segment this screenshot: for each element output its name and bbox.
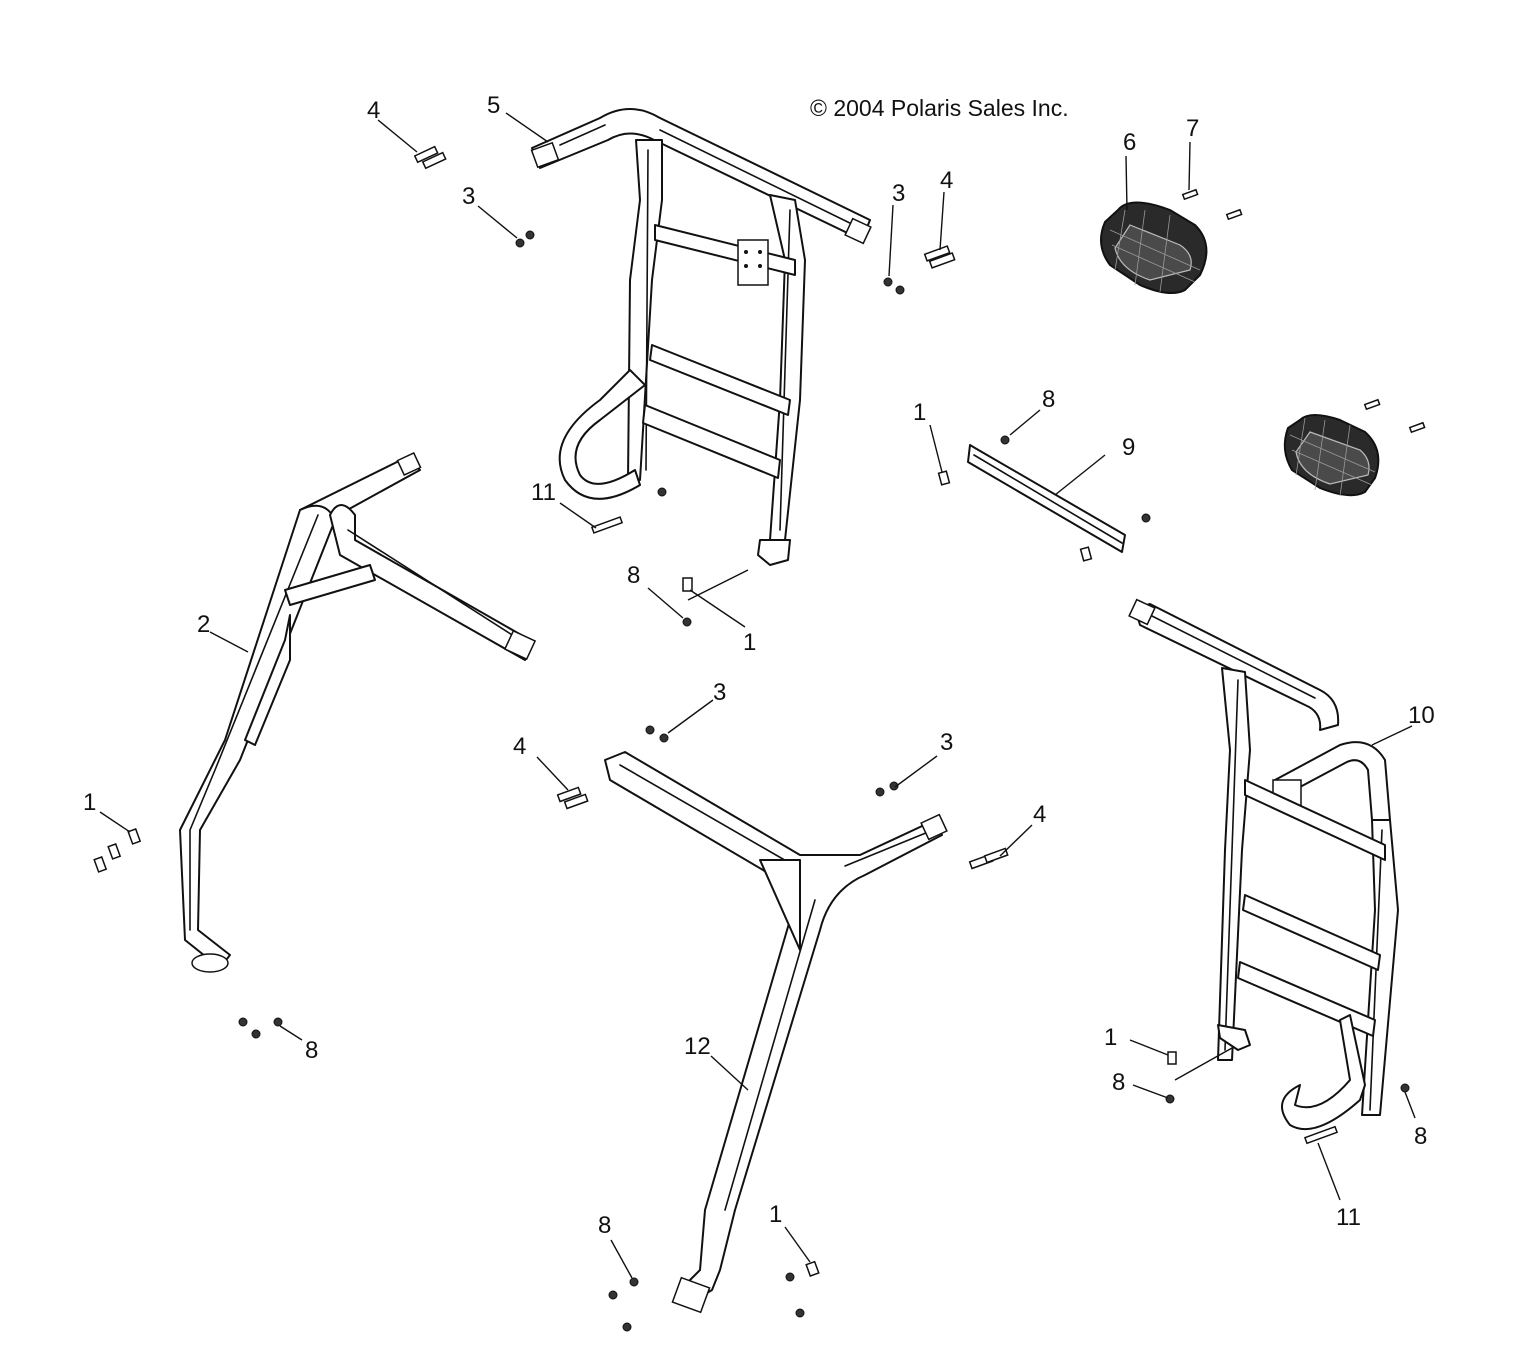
callout-7: 7	[1186, 115, 1199, 142]
callout-10: 10	[1408, 702, 1435, 729]
part-2-left-side-cage	[179, 451, 537, 973]
part-5-rear-cage-top	[530, 108, 872, 566]
callout-8: 8	[305, 1037, 318, 1064]
callout-8: 8	[627, 562, 640, 589]
hardware	[93, 145, 1426, 1332]
callout-3: 3	[713, 679, 726, 706]
callout-4: 4	[367, 97, 380, 124]
callout-5: 5	[487, 92, 500, 119]
callout-8: 8	[598, 1212, 611, 1239]
callout-2: 2	[197, 611, 210, 638]
copyright-text: © 2004 Polaris Sales Inc.	[810, 95, 1069, 121]
callout-3: 3	[462, 183, 475, 210]
part-12-front-cage	[604, 751, 948, 1314]
callout-12: 12	[684, 1033, 711, 1060]
callout-1: 1	[913, 399, 926, 426]
callout-3: 3	[940, 729, 953, 756]
callout-1: 1	[743, 629, 756, 656]
callout-9: 9	[1122, 434, 1135, 461]
callout-1: 1	[83, 789, 96, 816]
callout-1: 1	[1104, 1024, 1117, 1051]
callout-8: 8	[1042, 386, 1055, 413]
callout-4: 4	[513, 733, 526, 760]
callout-4: 4	[940, 167, 953, 194]
part-10-rear-right-cage	[1128, 598, 1399, 1131]
callout-8: 8	[1112, 1069, 1125, 1096]
callout-labels: 4 5 3 3 4 6 7 8 1 9 11 8 1 2 3 4 3 4 10 …	[83, 92, 1435, 1239]
part-6-seat-pad-lower	[1283, 414, 1380, 497]
callout-6: 6	[1123, 129, 1136, 156]
part-9-crossbar	[967, 444, 1126, 553]
callout-8: 8	[1414, 1123, 1427, 1150]
callout-11: 11	[1336, 1204, 1361, 1231]
callout-3: 3	[892, 180, 905, 207]
leader-lines	[99, 112, 1416, 1279]
callout-4: 4	[1033, 801, 1046, 828]
callout-1: 1	[769, 1201, 782, 1228]
callout-11: 11	[531, 479, 556, 506]
part-6-seat-pad-upper	[1100, 201, 1208, 295]
